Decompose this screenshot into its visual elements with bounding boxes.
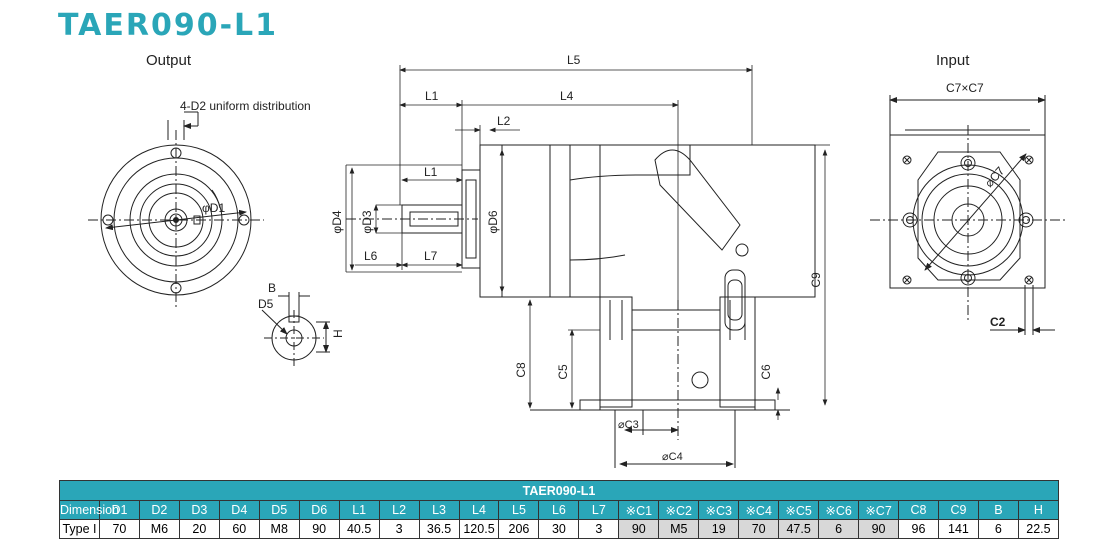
shaft-section: [261, 292, 330, 366]
table-cell: 6: [977, 519, 1019, 539]
technical-drawing: 4-D2 uniform distribution φD1 B D5 H: [88, 53, 1068, 468]
header-cell: C9: [937, 500, 979, 520]
header-cell: L3: [418, 500, 460, 520]
c5-label: C5: [556, 364, 570, 380]
table-cell: 90: [298, 519, 340, 539]
table-cell: M8: [258, 519, 300, 539]
output-view-label: Output: [146, 52, 192, 69]
header-cell: ※C2: [658, 500, 700, 520]
header-cell: ※C6: [818, 500, 860, 520]
c2-label: C2: [990, 315, 1006, 329]
table-cell: 120.5: [458, 519, 500, 539]
header-cell: H: [1017, 500, 1060, 520]
input-view-label: Input: [936, 52, 970, 69]
table-cell: 40.5: [338, 519, 380, 539]
table-cell: 60: [218, 519, 260, 539]
header-cell: L4: [458, 500, 500, 520]
c7xc7-label: C7×C7: [946, 81, 984, 95]
table-header-row: Dimension D1 D2 D3 D4 D5 D6 L1 L2 L3 L4 …: [59, 500, 1060, 520]
table-cell: 19: [698, 519, 740, 539]
output-view: [88, 111, 264, 308]
header-cell: ※C1: [618, 500, 660, 520]
h-label: H: [331, 329, 345, 338]
table-cell: 20: [178, 519, 220, 539]
table-cell: 3: [378, 519, 420, 539]
header-cell: ※C3: [698, 500, 740, 520]
d4-label: φD4: [330, 210, 344, 233]
header-cell: D1: [98, 500, 140, 520]
table-cell: 70: [98, 519, 140, 539]
input-view: [870, 95, 1068, 335]
d3-label: φD3: [360, 210, 374, 233]
table-cell: 90: [618, 519, 660, 539]
c6-label: C6: [759, 364, 773, 380]
l5-label: L5: [567, 53, 581, 67]
table-cell: 30: [538, 519, 580, 539]
l7-label: L7: [424, 249, 438, 263]
l1-shaft-label: L1: [424, 165, 438, 179]
d5-label: D5: [258, 297, 274, 311]
product-title: TAER090-L1: [58, 8, 279, 43]
d6-label: φD6: [486, 210, 500, 233]
header-cell: L2: [378, 500, 420, 520]
header-cell: Dimension: [59, 500, 119, 520]
spec-table: TAER090-L1 Dimension D1 D2 D3 D4 D5 D6 L…: [59, 480, 1060, 539]
header-cell: ※C4: [738, 500, 780, 520]
header-cell: L6: [538, 500, 580, 520]
header-cell: D5: [258, 500, 300, 520]
table-row: Type I 70 M6 20 60 M8 90 40.5 3 36.5 120…: [59, 519, 1060, 539]
distribution-label: 4-D2 uniform distribution: [180, 99, 311, 113]
l2-label: L2: [497, 114, 511, 128]
header-cell: D6: [298, 500, 340, 520]
header-cell: D3: [178, 500, 220, 520]
table-cell: 141: [937, 519, 979, 539]
table-cell: 47.5: [778, 519, 820, 539]
b-label: B: [268, 281, 276, 295]
l6-label: L6: [364, 249, 378, 263]
table-cell: 70: [738, 519, 780, 539]
table-cell: 36.5: [418, 519, 460, 539]
table-cell: 96: [898, 519, 939, 539]
table-cell: Type I: [59, 519, 100, 539]
c3-label: ⌀C3: [618, 419, 639, 431]
table-cell: 3: [578, 519, 620, 539]
table-caption: TAER090-L1: [59, 480, 1059, 501]
header-cell: ※C5: [778, 500, 820, 520]
header-cell: L7: [578, 500, 620, 520]
header-cell: C8: [898, 500, 939, 520]
header-cell: L5: [498, 500, 540, 520]
header-cell: ※C7: [858, 500, 900, 520]
header-cell: D4: [218, 500, 260, 520]
table-cell: 22.5: [1017, 519, 1060, 539]
header-cell: L1: [338, 500, 380, 520]
table-cell: 6: [818, 519, 860, 539]
header-cell: D2: [138, 500, 180, 520]
side-view: [346, 144, 816, 468]
c4-label: ⌀C4: [662, 451, 683, 463]
d1-label: φD1: [202, 201, 225, 215]
c9-label: C9: [809, 272, 823, 288]
l4-label: L4: [560, 89, 574, 103]
c8-label: C8: [514, 362, 528, 378]
table-cell: M6: [138, 519, 180, 539]
table-cell: 90: [858, 519, 900, 539]
l1-top-label: L1: [425, 89, 439, 103]
table-cell: 206: [498, 519, 540, 539]
header-cell: B: [977, 500, 1019, 520]
dimension-lines: [345, 65, 830, 420]
table-cell: M5: [658, 519, 700, 539]
